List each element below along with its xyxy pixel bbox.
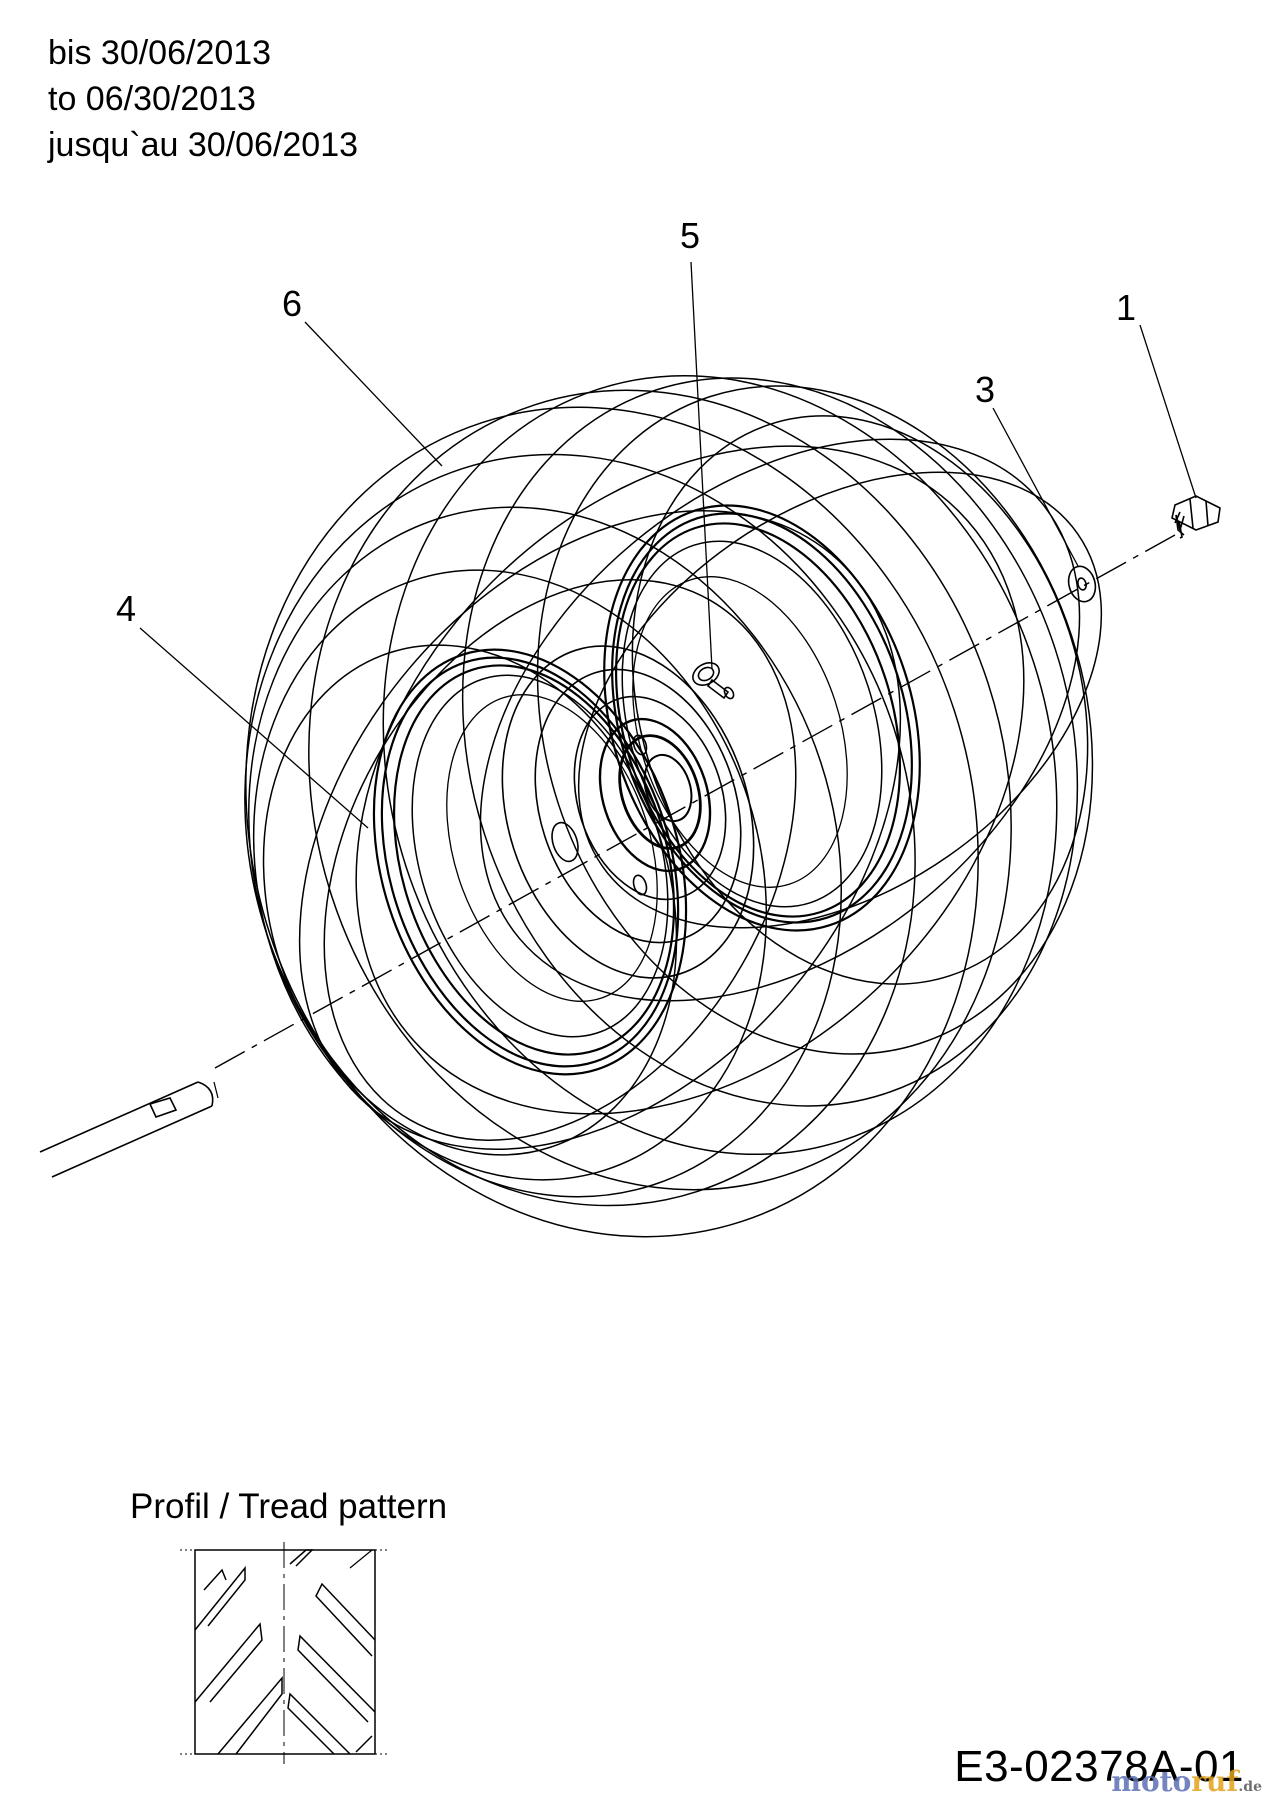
assembly-axis-line bbox=[214, 534, 1176, 1069]
callout-5: 5 bbox=[680, 215, 700, 256]
tire-body bbox=[244, 374, 1103, 1238]
callout-4: 4 bbox=[116, 588, 136, 629]
tread-pattern-detail bbox=[180, 1542, 390, 1764]
leader-line-4 bbox=[139, 627, 369, 829]
wheel-hub bbox=[501, 645, 755, 979]
rim-inner-half bbox=[372, 648, 688, 1076]
validity-date-de: bis 30/06/2013 bbox=[48, 34, 272, 72]
callout-numbers: 1 3 4 5 6 bbox=[116, 215, 1136, 629]
leader-line-3 bbox=[992, 407, 1079, 567]
axle-shaft bbox=[39, 1081, 219, 1178]
callout-3: 3 bbox=[975, 369, 995, 410]
validity-note: bis 30/06/2013 to 06/30/2013 jusqu`au 30… bbox=[48, 30, 358, 168]
callout-1: 1 bbox=[1116, 287, 1136, 328]
tread-pattern-title: Profil / Tread pattern bbox=[130, 1487, 448, 1526]
rim-outer-half bbox=[603, 504, 921, 932]
leader-line-1 bbox=[1139, 324, 1197, 499]
validity-date-fr: jusqu`au 30/06/2013 bbox=[48, 126, 359, 164]
drawing-id: E3-02378A-01 bbox=[954, 1742, 1244, 1791]
validity-date-en: to 06/30/2013 bbox=[48, 80, 256, 118]
callout-6: 6 bbox=[282, 283, 302, 324]
leader-lines bbox=[139, 261, 1197, 829]
leader-line-6 bbox=[304, 321, 443, 467]
washer bbox=[1067, 565, 1097, 603]
hex-bolt bbox=[1171, 495, 1221, 539]
valve-stem bbox=[692, 662, 735, 700]
site-watermark: motoruf.de bbox=[1111, 1765, 1262, 1798]
leader-line-5 bbox=[690, 261, 713, 670]
